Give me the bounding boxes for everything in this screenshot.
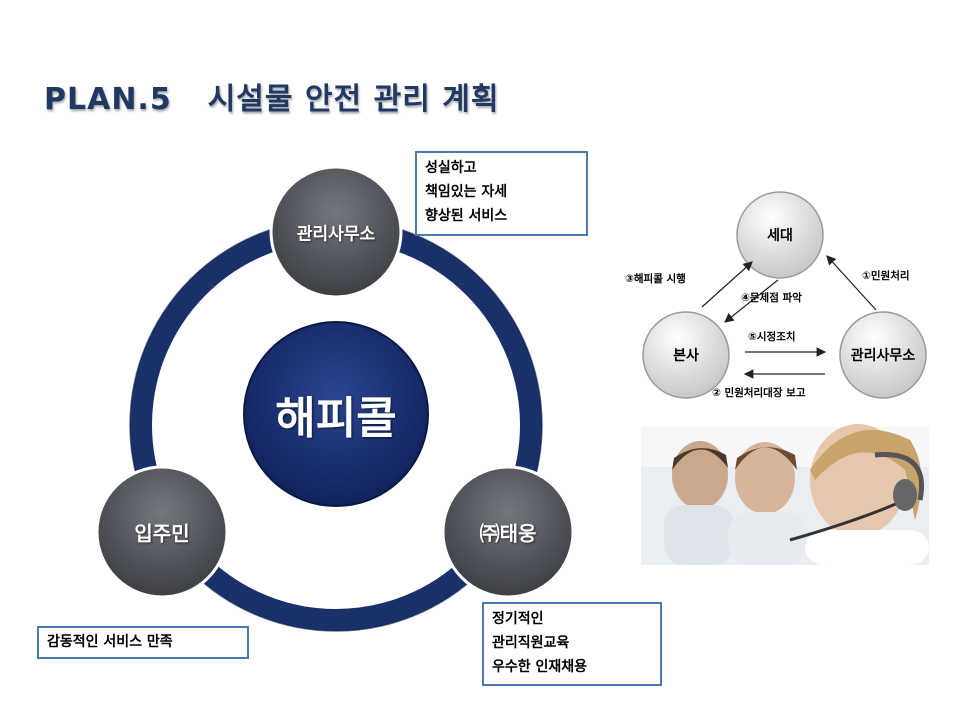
step-5-label: ⑤시정조치	[748, 331, 796, 343]
box-right-line: 관리직원교육	[492, 635, 570, 651]
plan-number: PLAN.5	[44, 82, 172, 117]
box-left: 감동적인 서비스 만족	[37, 626, 249, 659]
box-top-line: 책임있는 자세	[425, 184, 508, 200]
flow-top-label: 세대	[767, 228, 793, 244]
page-title: PLAN.5 시설물 안전 관리 계획	[44, 74, 499, 118]
flow-left-circle	[642, 311, 730, 399]
step-2-label: ② 민원처리대장 보고	[712, 387, 806, 399]
box-right: 정기적인 관리직원교육 우수한 인재채용	[482, 602, 662, 686]
box-top-line: 성실하고	[425, 160, 477, 176]
node-right-circle	[441, 465, 575, 599]
node-right-label: ㈜태웅	[479, 521, 537, 546]
arrow-problem	[724, 279, 779, 323]
box-left-line: 감동적인 서비스 만족	[47, 634, 173, 650]
arrow-happycall	[701, 261, 753, 308]
node-top-label: 관리사무소	[296, 224, 376, 245]
center-circle	[243, 321, 429, 507]
node-left-label: 입주민	[134, 521, 190, 546]
box-right-line: 정기적인	[492, 611, 544, 627]
box-right-line: 우수한 인재채용	[492, 659, 588, 675]
step-1-label: ①민원처리	[862, 270, 910, 282]
flow-right-label: 관리사무소	[850, 348, 916, 364]
arrow-complaint	[826, 255, 877, 311]
box-top: 성실하고 책임있는 자세 향상된 서비스	[415, 151, 588, 236]
call-center-photo	[641, 424, 929, 565]
flow-right-circle	[839, 311, 927, 399]
plan-title: 시설물 안전 관리 계획	[207, 82, 500, 117]
step-3-label: ③해피콜 시행	[625, 273, 686, 285]
box-top-line: 향상된 서비스	[425, 208, 508, 224]
step-4-label: ④문제점 파악	[741, 292, 802, 304]
center-label: 해피콜	[275, 393, 397, 444]
flow-left-label: 본사	[673, 348, 699, 364]
node-left-circle	[95, 465, 229, 599]
node-top-circle	[269, 165, 403, 299]
flow-top-circle	[736, 191, 824, 279]
